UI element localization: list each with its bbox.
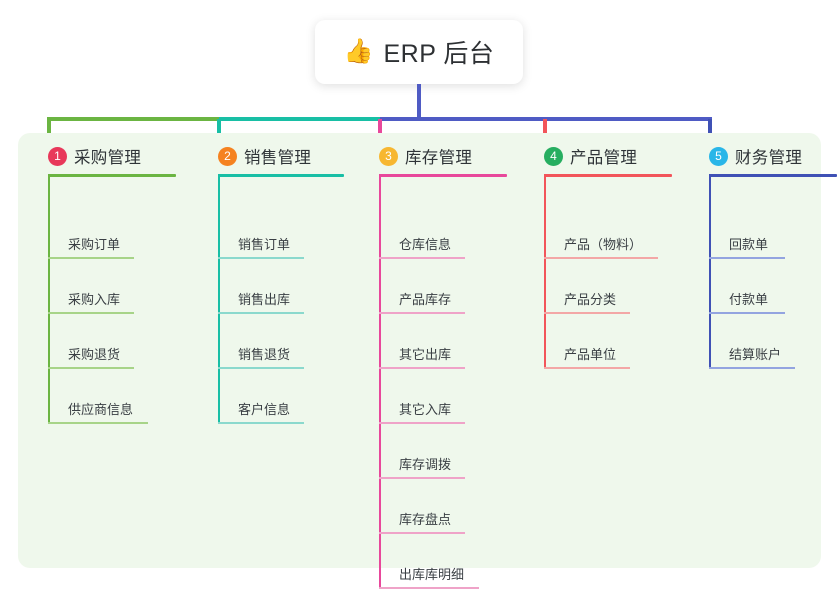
column-trunk-1 — [48, 174, 50, 424]
module-item-rule — [709, 312, 785, 314]
module-item-label: 库存盘点 — [399, 512, 452, 527]
module-item[interactable]: 采购退货 — [48, 339, 134, 369]
module-item-rule — [379, 532, 465, 534]
column-header-5[interactable]: 5 财务管理 — [709, 144, 802, 168]
module-item-rule — [379, 367, 465, 369]
module-item-label: 结算账户 — [729, 347, 782, 362]
module-item-label: 库存调拨 — [399, 457, 452, 472]
module-item-label: 其它出库 — [399, 347, 452, 362]
column-header-rule-3 — [379, 174, 507, 177]
module-item-rule — [709, 367, 795, 369]
column-header-rule-4 — [544, 174, 672, 177]
module-item-rule — [48, 367, 134, 369]
column-header-4[interactable]: 4 产品管理 — [544, 144, 637, 168]
module-item-label: 产品分类 — [564, 292, 617, 307]
column-title-4: 产品管理 — [570, 149, 638, 167]
module-item[interactable]: 结算账户 — [709, 339, 795, 369]
column-title-5: 财务管理 — [735, 149, 803, 167]
module-item-label: 付款单 — [729, 292, 769, 307]
module-item-label: 产品库存 — [399, 292, 452, 307]
module-item-rule — [544, 312, 630, 314]
column-title-1: 采购管理 — [74, 149, 142, 167]
module-item[interactable]: 销售订单 — [218, 229, 304, 259]
module-item[interactable]: 库存调拨 — [379, 449, 465, 479]
module-item-label: 采购订单 — [68, 237, 121, 252]
module-item-rule — [218, 422, 304, 424]
module-item[interactable]: 产品分类 — [544, 284, 630, 314]
column-header-rule-1 — [48, 174, 176, 177]
column-header-1[interactable]: 1 采购管理 — [48, 144, 141, 168]
module-item-rule — [379, 422, 465, 424]
module-item-label: 采购退货 — [68, 347, 121, 362]
module-item-label: 供应商信息 — [68, 402, 134, 417]
column-trunk-5 — [709, 174, 711, 369]
module-item-label: 仓库信息 — [399, 237, 452, 252]
column-badge-1: 1 — [48, 146, 67, 166]
root-title-text: ERP 后台 — [383, 40, 495, 68]
module-item-label: 销售退货 — [238, 347, 291, 362]
module-item-label: 客户信息 — [238, 402, 291, 417]
column-badge-4: 4 — [544, 146, 563, 166]
module-item[interactable]: 采购订单 — [48, 229, 134, 259]
module-item-rule — [379, 312, 465, 314]
module-item[interactable]: 付款单 — [709, 284, 785, 314]
column-header-rule-5 — [709, 174, 837, 177]
module-item-label: 产品（物料） — [564, 237, 643, 252]
module-item-rule — [709, 257, 785, 259]
module-item[interactable]: 产品（物料） — [544, 229, 658, 259]
thumbs-up-icon: 👍 — [343, 38, 374, 65]
column-title-3: 库存管理 — [405, 149, 473, 167]
module-item-rule — [218, 312, 304, 314]
column-trunk-3 — [379, 174, 381, 589]
column-trunk-4 — [544, 174, 546, 369]
module-item-rule — [379, 477, 465, 479]
module-item-rule — [48, 422, 148, 424]
root-title-card[interactable]: 👍 ERP 后台 — [315, 20, 523, 84]
module-item[interactable]: 产品单位 — [544, 339, 630, 369]
module-item[interactable]: 其它出库 — [379, 339, 465, 369]
column-trunk-2 — [218, 174, 220, 424]
module-item-rule — [48, 257, 134, 259]
module-item-label: 出库库明细 — [399, 567, 465, 582]
module-item-rule — [544, 367, 630, 369]
column-header-rule-2 — [218, 174, 344, 177]
module-item-rule — [48, 312, 134, 314]
column-title-2: 销售管理 — [244, 149, 312, 167]
column-badge-3: 3 — [379, 146, 398, 166]
module-item[interactable]: 其它入库 — [379, 394, 465, 424]
module-item[interactable]: 产品库存 — [379, 284, 465, 314]
column-header-2[interactable]: 2 销售管理 — [218, 144, 311, 168]
module-item-label: 产品单位 — [564, 347, 617, 362]
module-item-rule — [544, 257, 658, 259]
module-item[interactable]: 仓库信息 — [379, 229, 465, 259]
module-item[interactable]: 销售出库 — [218, 284, 304, 314]
module-item[interactable]: 回款单 — [709, 229, 785, 259]
module-item[interactable]: 出库库明细 — [379, 559, 479, 589]
module-item-label: 销售出库 — [238, 292, 291, 307]
module-item-rule — [218, 367, 304, 369]
column-badge-5: 5 — [709, 146, 728, 166]
module-item-label: 采购入库 — [68, 292, 121, 307]
module-item[interactable]: 供应商信息 — [48, 394, 148, 424]
modules-panel: 1 采购管理采购订单采购入库采购退货供应商信息 2 销售管理销售订单销售出库销售退货客… — [18, 133, 837, 589]
module-item-label: 其它入库 — [399, 402, 452, 417]
module-item[interactable]: 客户信息 — [218, 394, 304, 424]
module-item[interactable]: 库存盘点 — [379, 504, 465, 534]
column-badge-2: 2 — [218, 146, 237, 166]
module-item-label: 回款单 — [729, 237, 769, 252]
module-item[interactable]: 采购入库 — [48, 284, 134, 314]
module-item[interactable]: 销售退货 — [218, 339, 304, 369]
module-item-rule — [379, 257, 465, 259]
column-header-3[interactable]: 3 库存管理 — [379, 144, 472, 168]
module-item-label: 销售订单 — [238, 237, 291, 252]
module-item-rule — [218, 257, 304, 259]
